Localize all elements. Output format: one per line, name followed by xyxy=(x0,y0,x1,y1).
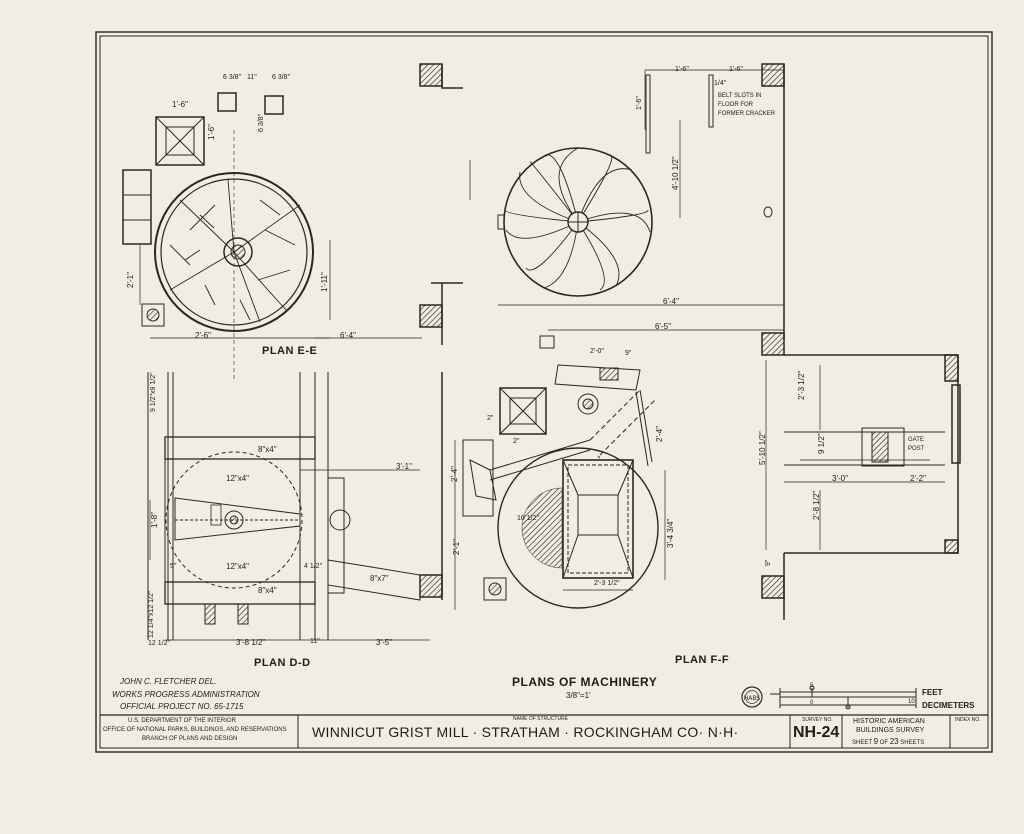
habs-line-1: HISTORIC AMERICAN xyxy=(853,718,925,725)
dimension-label: 9" xyxy=(625,350,632,357)
index-no-label: INDEX NO. xyxy=(955,717,981,723)
view-title-plan-dd: PLAN D-D xyxy=(254,657,311,669)
dimension-label: 9 1/2"x9 1/2" xyxy=(150,372,157,412)
agency-line-3: BRANCH OF PLANS AND DESIGN xyxy=(142,736,238,742)
habs-seal-stamp: HABS xyxy=(741,686,763,708)
dimension-label: 5'-10 1/2" xyxy=(758,431,767,465)
sheet-number: 9 xyxy=(873,737,879,746)
dimension-label: 9 1/2" xyxy=(817,433,826,454)
dimension-label: 3'-1" xyxy=(396,462,412,471)
dimension-label: 6'-4" xyxy=(340,331,356,340)
plan-ff-upper-drawing xyxy=(469,69,784,331)
dimension-label: 2'-6" xyxy=(195,331,211,340)
scale-zero: 0 xyxy=(810,700,814,706)
view-title-plan-ff: PLAN F-F xyxy=(675,654,730,666)
dimension-label: 6'-4" xyxy=(663,297,679,306)
dimension-label: 3'-4 3/4" xyxy=(666,518,675,548)
wall-corner-posts xyxy=(419,63,785,620)
dimension-label: 10 1/2" xyxy=(517,515,539,522)
delineator-credit: JOHN C. FLETCHER DEL. xyxy=(120,677,217,686)
plan-dd-drawing xyxy=(147,372,443,641)
svg-text:HABS: HABS xyxy=(744,695,761,702)
sheet-total: 23 xyxy=(889,737,899,746)
graphic-scale-bar xyxy=(770,685,917,710)
dimension-label: 2'-2" xyxy=(910,474,926,483)
dimension-label: 6 3/8" xyxy=(258,113,265,132)
dimension-label: 2'-3 1/2" xyxy=(594,580,620,587)
dimension-label: 1'-6" xyxy=(172,100,188,109)
dimension-label: 8"x4" xyxy=(258,586,277,595)
dimension-label: 12"x4" xyxy=(226,474,250,483)
structure-name: WINNICUT GRIST MILL · STRATHAM · ROCKING… xyxy=(312,724,739,740)
dimension-label: 3'-5" xyxy=(376,638,392,647)
dimension-label: 2'-8 1/2" xyxy=(812,490,821,520)
dimension-label: 9" xyxy=(765,559,772,566)
dimension-label: 6 3/8" xyxy=(223,74,242,81)
plan-ee-drawing xyxy=(122,92,422,380)
dimension-label: 3'-8 1/2" xyxy=(236,638,266,647)
dimension-label: 12"x4" xyxy=(226,562,250,571)
dimension-label: 1'-11" xyxy=(320,272,329,292)
project-number: OFFICIAL PROJECT NO. 65-1715 xyxy=(120,702,244,711)
dimension-label: 2'-4" xyxy=(655,426,664,442)
view-title-plan-ee: PLAN E-E xyxy=(262,345,318,357)
survey-no-label: SURVEY NO. xyxy=(802,717,833,723)
dimension-label: 1'-6" xyxy=(675,66,689,73)
dimension-label: 8"x7" xyxy=(370,574,389,583)
dimension-label: 2" xyxy=(487,415,494,422)
inner-border xyxy=(99,35,989,749)
sheets-word: SHEETS xyxy=(900,740,925,746)
wpa-credit: WORKS PROGRESS ADMINISTRATION xyxy=(112,690,260,699)
dimension-label: 11" xyxy=(310,638,320,645)
survey-number: NH-24 xyxy=(793,724,840,741)
agency-line-1: U.S. DEPARTMENT OF THE INTERIOR xyxy=(128,718,236,724)
dimension-label: 1'-6" xyxy=(636,96,643,110)
sheet-numbering: SHEET 9 OF 23 SHEETS xyxy=(852,737,924,746)
structure-name-label: NAME OF STRUCTURE xyxy=(513,716,568,722)
dimension-label: 3'-0" xyxy=(832,474,848,483)
dimension-label: 11" xyxy=(247,74,257,81)
dimension-label: 12 1/2" xyxy=(148,640,170,647)
dimension-label: 2'-3 1/2" xyxy=(797,370,806,400)
dimension-label: 4'-10 1/2" xyxy=(671,156,680,190)
dimension-label: 2'-0" xyxy=(590,348,604,355)
agency-line-2: OFFICE OF NATIONAL PARKS, BUILDINGS, AND… xyxy=(103,727,287,733)
dimension-label: 4 1/2" xyxy=(304,563,323,570)
dimension-label: 1'-6" xyxy=(207,124,216,140)
plan-ff-machinery xyxy=(454,335,666,610)
dimension-label: 6 3/8" xyxy=(272,74,291,81)
drawing-scale: 3/8"=1' xyxy=(566,691,591,700)
dimension-label: 2" xyxy=(513,438,520,445)
dimension-label: 2'-4" xyxy=(450,466,459,482)
scale-ten: 10 xyxy=(908,699,915,705)
dimension-label: 2'-1" xyxy=(126,272,135,288)
sheet-subject-title: PLANS OF MACHINERY xyxy=(512,675,658,689)
scale-feet-label: FEET xyxy=(922,688,943,697)
dimension-label: 12 1/4"x12 1/2" xyxy=(148,590,155,638)
sheet-word: SHEET xyxy=(852,740,872,746)
habs-line-2: BUILDINGS SURVEY xyxy=(856,727,925,734)
belt-slots-note: BELT SLOTS IN FLOOR FOR FORMER CRACKER xyxy=(718,93,776,117)
outer-border xyxy=(95,31,993,753)
plan-ff-room xyxy=(765,354,961,554)
dimension-label: 1'-6" xyxy=(729,66,743,73)
dimension-label: 6'-5" xyxy=(655,322,671,331)
dimension-label: 8"x4" xyxy=(258,445,277,454)
dimension-label: 5" xyxy=(170,563,177,570)
dimension-label: 1'-8" xyxy=(150,512,159,528)
scale-decimeters-label: DECIMETERS xyxy=(922,701,975,710)
dimension-label: 1/4" xyxy=(714,80,727,87)
gate-post-note: GATE POST xyxy=(908,437,925,452)
scale-five: 5 xyxy=(810,683,814,689)
dimension-label: 2'-1" xyxy=(452,539,461,555)
of-word: OF xyxy=(879,740,889,746)
